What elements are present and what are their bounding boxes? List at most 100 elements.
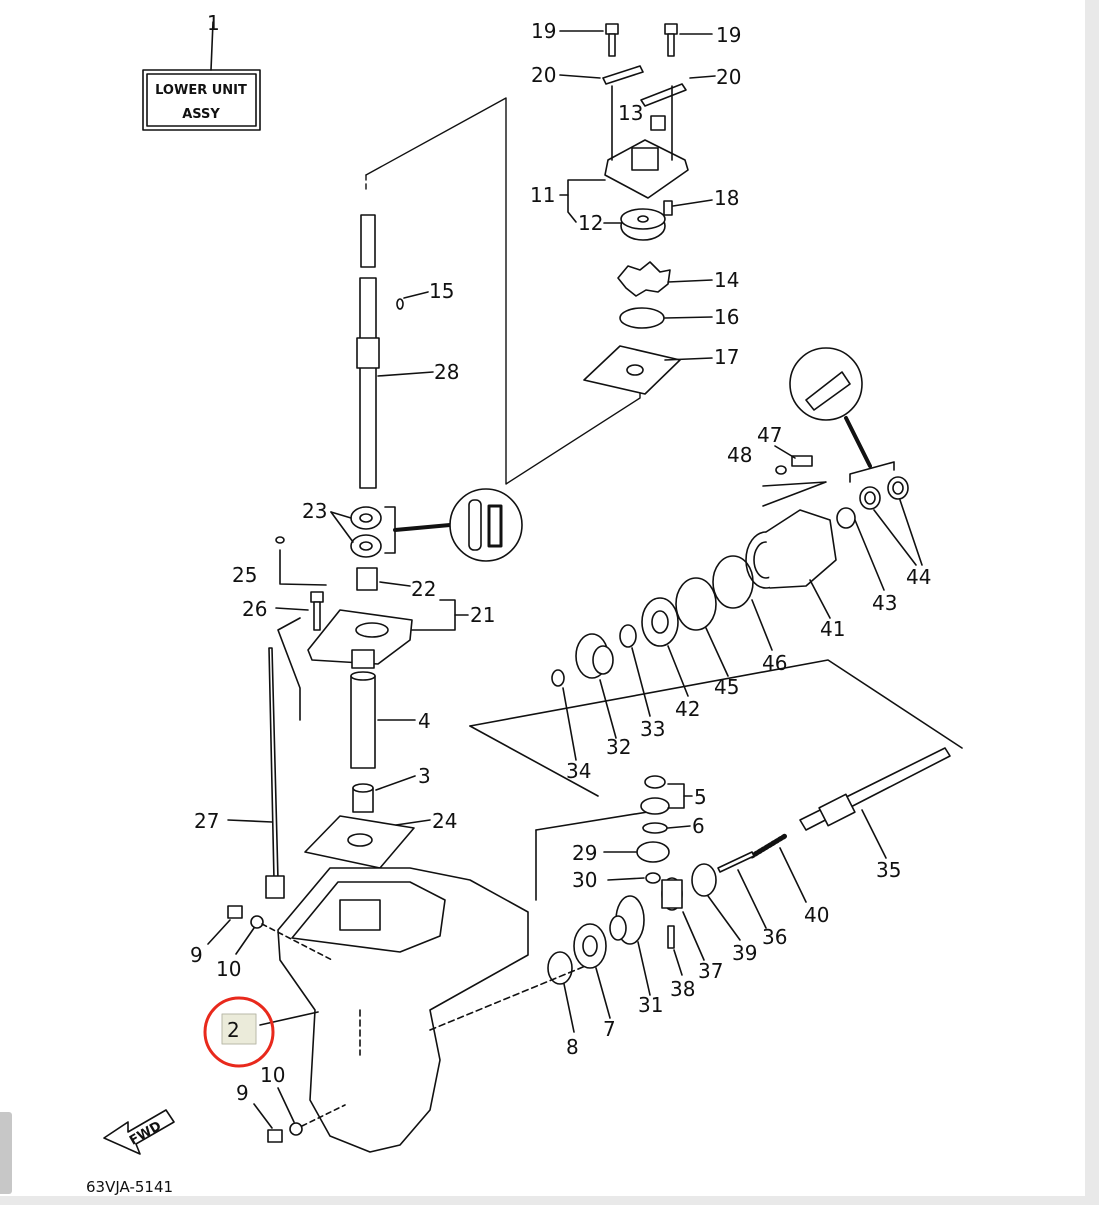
callout-36[interactable]: 36 <box>762 925 787 949</box>
callout-9-lower[interactable]: 9 <box>236 1081 249 1105</box>
callout-15[interactable]: 15 <box>429 279 454 303</box>
callout-22[interactable]: 22 <box>411 577 436 601</box>
gasket-16 <box>619 307 713 329</box>
callout-41[interactable]: 41 <box>820 617 845 641</box>
callout-19-left[interactable]: 19 <box>531 19 556 43</box>
pin-18 <box>663 199 713 216</box>
callout-34[interactable]: 34 <box>566 759 591 783</box>
callout-2-highlighted[interactable]: 2 <box>227 1018 240 1042</box>
callout-24[interactable]: 24 <box>432 809 457 833</box>
cartridge-insert-12 <box>603 208 666 241</box>
propeller-axis-frame <box>429 659 963 1031</box>
callout-29[interactable]: 29 <box>572 841 597 865</box>
bushing-43 <box>836 507 885 591</box>
callout-6[interactable]: 6 <box>692 814 705 838</box>
parts-diagram-sheet <box>0 0 1085 1196</box>
callout-16[interactable]: 16 <box>714 305 739 329</box>
grease-callout-icon-2 <box>789 347 872 468</box>
callout-5[interactable]: 5 <box>694 785 707 809</box>
plate-20-left <box>559 65 644 85</box>
callout-48[interactable]: 48 <box>727 443 752 467</box>
pinion-29 <box>603 841 670 863</box>
washer-10-upper <box>235 915 333 961</box>
o-ring-45 <box>675 577 729 677</box>
callout-12[interactable]: 12 <box>578 211 603 235</box>
callout-23[interactable]: 23 <box>302 499 327 523</box>
sleeve-4 <box>350 671 416 769</box>
callout-37[interactable]: 37 <box>698 959 723 983</box>
callout-39[interactable]: 39 <box>732 941 757 965</box>
callout-3[interactable]: 3 <box>418 764 431 788</box>
drive-shaft-28 <box>356 214 434 489</box>
propeller-shaft-35 <box>799 747 951 859</box>
lower-casing-2 <box>259 867 529 1153</box>
callout-25[interactable]: 25 <box>232 563 257 587</box>
callout-21[interactable]: 21 <box>470 603 495 627</box>
bearing-23 <box>330 506 452 558</box>
shift-rod-27 <box>227 617 301 899</box>
callout-28[interactable]: 28 <box>434 360 459 384</box>
impeller-14 <box>617 261 713 297</box>
callout-14[interactable]: 14 <box>714 268 739 292</box>
callout-20-left[interactable]: 20 <box>531 63 556 87</box>
figure-code: 63VJA-5141 <box>86 1178 173 1196</box>
callout-47[interactable]: 47 <box>757 423 782 447</box>
callout-31[interactable]: 31 <box>638 993 663 1017</box>
pump-housing-11 <box>559 85 689 223</box>
callout-19-right[interactable]: 19 <box>716 23 741 47</box>
housing-21 <box>307 599 469 669</box>
assembly-label-line1: LOWER UNIT <box>155 83 247 98</box>
shim-6 <box>642 822 691 834</box>
lower-unit-exploded-diagram: LOWER UNIT ASSY 1 19 19 20 20 13 11 18 1… <box>86 11 963 1196</box>
pin-36 <box>717 851 767 929</box>
shaft-pump-frame <box>365 97 641 485</box>
clip-34 <box>551 669 577 761</box>
callout-7[interactable]: 7 <box>603 1017 616 1041</box>
callout-45[interactable]: 45 <box>714 675 739 699</box>
callout-17[interactable]: 17 <box>714 345 739 369</box>
callout-26[interactable]: 26 <box>242 597 267 621</box>
bolt-19-left <box>559 23 619 57</box>
bushing-22 <box>356 567 411 591</box>
pin-38 <box>667 925 683 976</box>
nut-30 <box>607 872 661 884</box>
bolt-47 <box>774 445 813 467</box>
callout-9-upper[interactable]: 9 <box>190 943 203 967</box>
callout-40[interactable]: 40 <box>804 903 829 927</box>
forward-gear-31 <box>609 895 651 996</box>
plate-20-right <box>640 75 716 107</box>
bearing-7 <box>573 923 611 1019</box>
callout-32[interactable]: 32 <box>606 735 631 759</box>
bolt-9-upper <box>207 905 243 945</box>
assembly-label-box <box>142 21 261 131</box>
callout-33[interactable]: 33 <box>640 717 665 741</box>
callout-46[interactable]: 46 <box>762 651 787 675</box>
callout-20-right[interactable]: 20 <box>716 65 741 89</box>
callout-10-upper[interactable]: 10 <box>216 957 241 981</box>
callout-10-lower[interactable]: 10 <box>260 1063 285 1087</box>
grease-callout-icon <box>449 488 523 562</box>
reverse-gear-32 <box>575 633 617 739</box>
callout-43[interactable]: 43 <box>872 591 897 615</box>
bearing-housing-41 <box>745 509 837 619</box>
shim-33 <box>619 624 651 717</box>
washer-5 <box>640 775 693 815</box>
bolt-9-lower <box>253 1103 283 1143</box>
side-panel-tab[interactable] <box>0 1112 12 1194</box>
callout-18[interactable]: 18 <box>714 186 739 210</box>
outer-plate-17 <box>583 345 713 395</box>
callout-27[interactable]: 27 <box>194 809 219 833</box>
callout-44[interactable]: 44 <box>906 565 931 589</box>
callout-8[interactable]: 8 <box>566 1035 579 1059</box>
callout-11[interactable]: 11 <box>530 183 555 207</box>
bolt-26 <box>275 591 324 631</box>
callout-42[interactable]: 42 <box>675 697 700 721</box>
callout-4[interactable]: 4 <box>418 709 431 733</box>
grommet-25 <box>275 536 327 586</box>
callout-30[interactable]: 30 <box>572 868 597 892</box>
callout-35[interactable]: 35 <box>876 858 901 882</box>
callout-13[interactable]: 13 <box>618 101 643 125</box>
callout-1[interactable]: 1 <box>207 11 220 35</box>
callout-38[interactable]: 38 <box>670 977 695 1001</box>
spring-40 <box>749 833 807 903</box>
